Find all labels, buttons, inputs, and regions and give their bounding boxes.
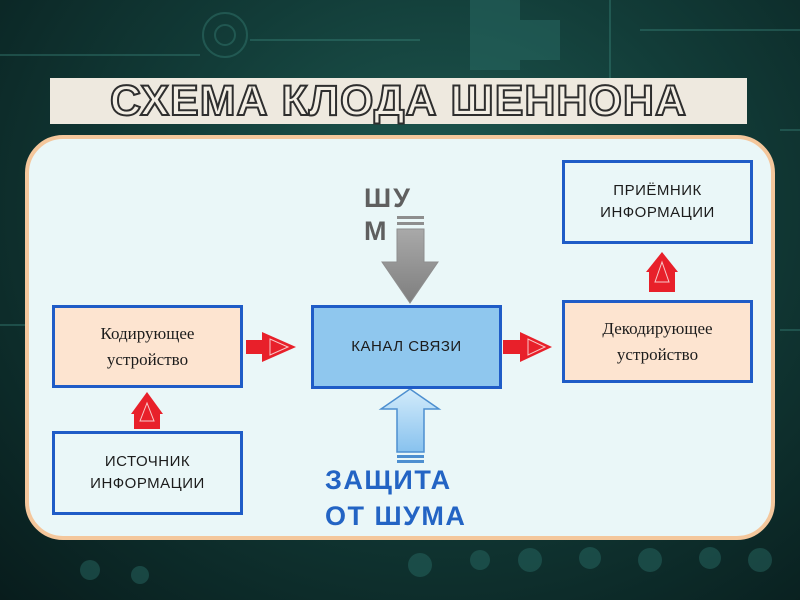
source-label-line2: ИНФОРМАЦИИ <box>90 475 205 492</box>
page-title: СХЕМА КЛОДА ШЕННОНА <box>109 76 688 125</box>
source-block: ИСТОЧНИК ИНФОРМАЦИИ <box>52 431 243 515</box>
receiver-block: ПРИЁМНИК ИНФОРМАЦИИ <box>562 160 753 244</box>
receiver-label-line2: ИНФОРМАЦИИ <box>600 204 715 221</box>
channel-block: КАНАЛ СВЯЗИ <box>311 305 502 389</box>
encoder-label-line1: Кодирующее <box>100 324 195 343</box>
decoder-label-line2: устройство <box>616 344 699 364</box>
encoder-block: Кодирующее устройство <box>52 305 243 388</box>
protection-label-line1: ЗАЩИТА <box>325 465 452 495</box>
title-band: СХЕМА КЛОДА ШЕННОНА <box>50 78 747 124</box>
receiver-label-line1: ПРИЁМНИК <box>613 182 702 200</box>
noise-arrow-icon <box>381 216 439 304</box>
protection-label: ЗАЩИТА ОТ ШУМА <box>325 462 466 534</box>
up-arrow-icon <box>131 392 163 429</box>
channel-label: КАНАЛ СВЯЗИ <box>351 338 462 356</box>
noise-label: ШУМ <box>364 183 412 246</box>
protection-label-line2: ОТ ШУМА <box>325 501 467 531</box>
encoder-label-line2: устройство <box>106 349 189 369</box>
right-arrow-icon <box>246 332 296 362</box>
right-arrow-icon <box>503 332 552 362</box>
source-label-line1: ИСТОЧНИК <box>104 453 191 471</box>
decoder-label-line1: Декодирующее <box>602 319 713 338</box>
decoder-block: Декодирующее устройство <box>562 300 753 383</box>
protection-arrow-icon <box>378 388 442 463</box>
up-arrow-icon <box>646 252 678 292</box>
